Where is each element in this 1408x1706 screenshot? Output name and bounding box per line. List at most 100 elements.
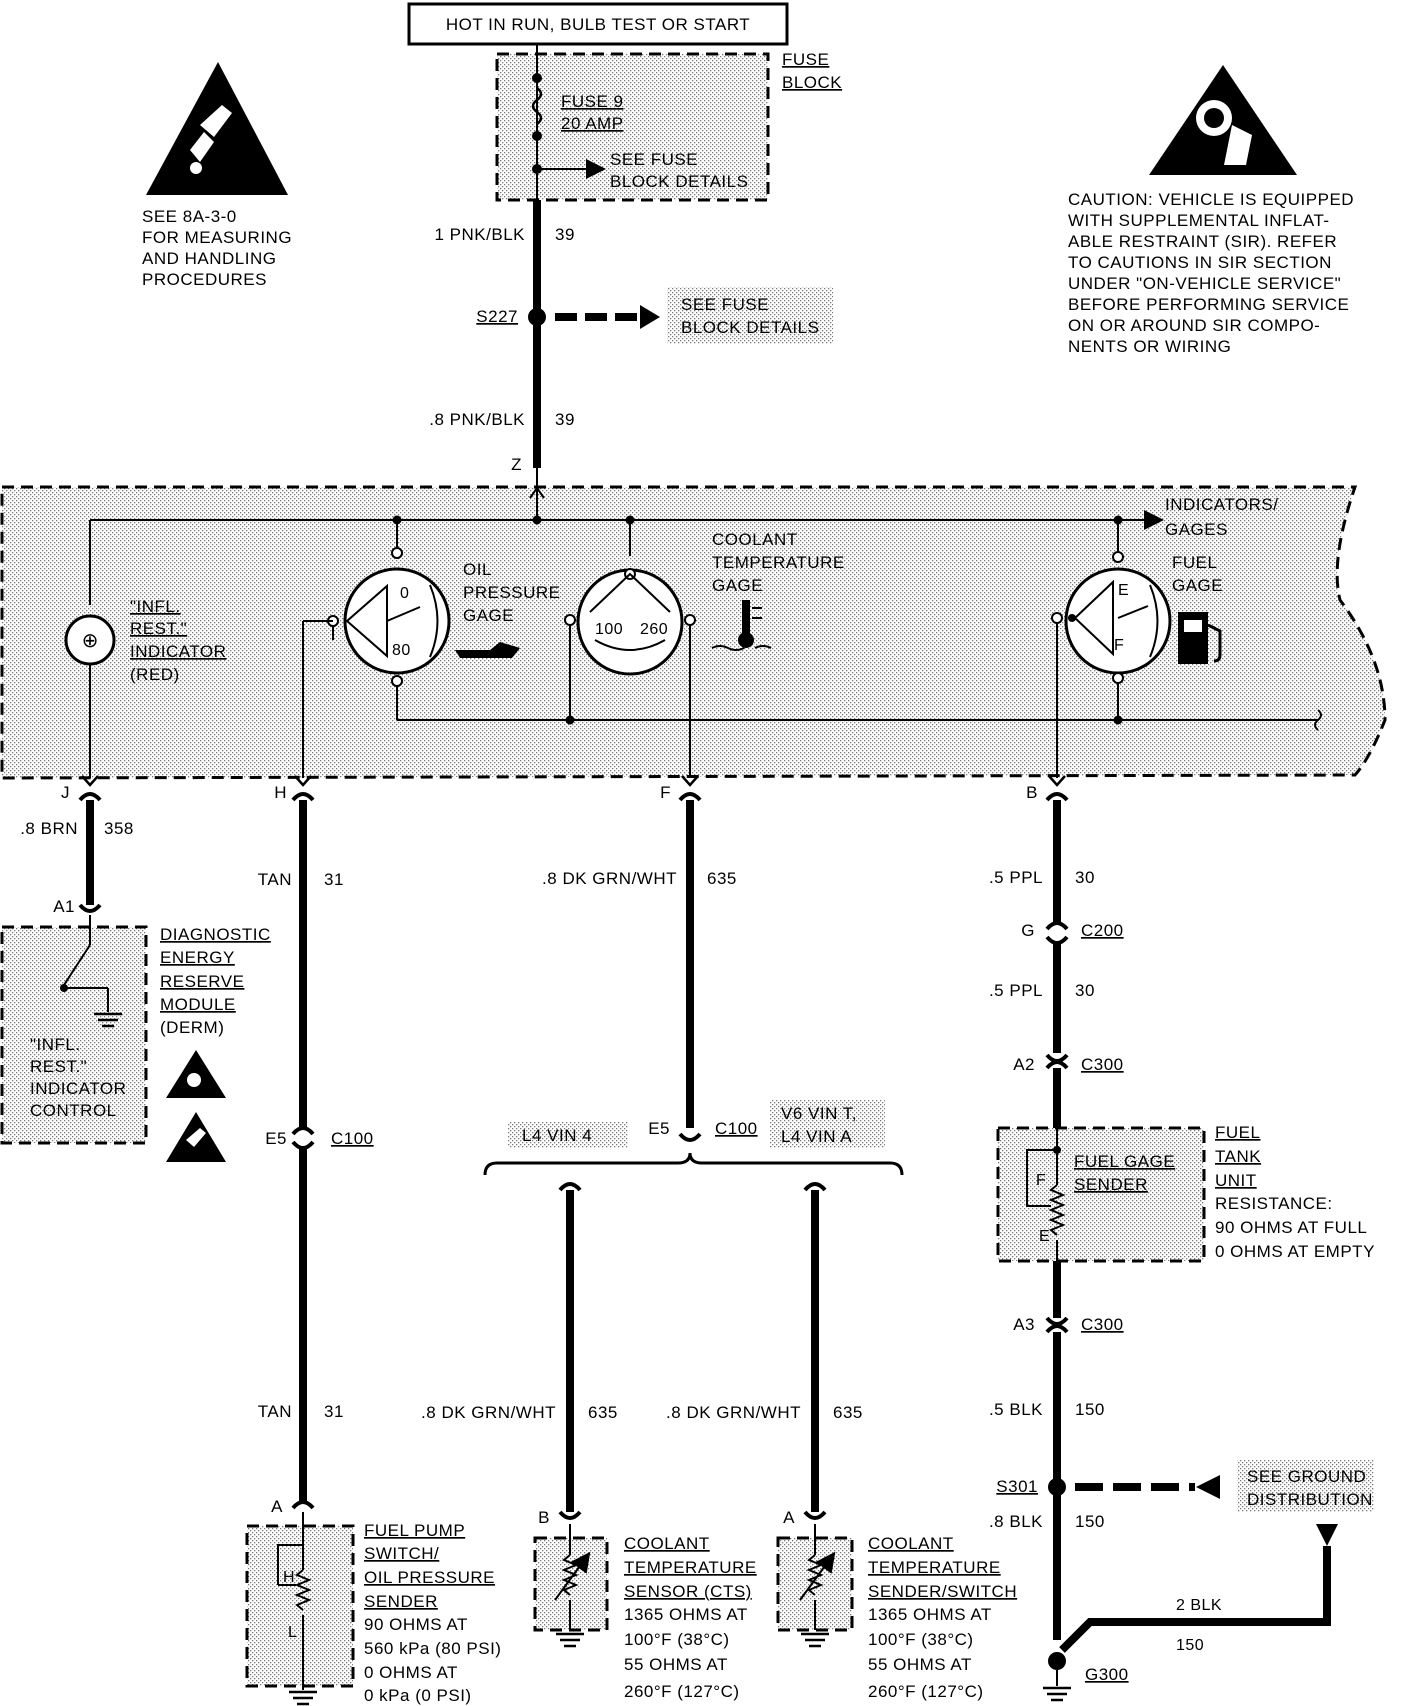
fuse-rating: 20 AMP <box>561 114 624 133</box>
fuel-pump-icon <box>1178 612 1222 664</box>
svg-text:560 kPa (80 PSI): 560 kPa (80 PSI) <box>364 1639 501 1658</box>
sir-small-icon <box>166 1050 226 1098</box>
svg-text:REST.": REST." <box>30 1057 87 1076</box>
fuel-tank-label: FUEL TANK UNIT RESISTANCE: 90 OHMS AT FU… <box>1215 1123 1375 1261</box>
svg-text:TEMPERATURE: TEMPERATURE <box>624 1558 757 1577</box>
ground-icon <box>1043 1686 1071 1702</box>
fuse-block: FUSE 9 20 AMP SEE FUSE BLOCK DETAILS <box>495 44 770 202</box>
fuse-name: FUSE 9 <box>561 92 624 111</box>
svg-text:31: 31 <box>324 870 344 889</box>
svg-text:INDICATOR: INDICATOR <box>30 1079 126 1098</box>
oil-sender-label: FUEL PUMP SWITCH/ OIL PRESSURE SENDER 90… <box>364 1521 501 1705</box>
svg-text:WITH SUPPLEMENTAL INFLAT-: WITH SUPPLEMENTAL INFLAT- <box>1068 211 1330 230</box>
svg-text:F: F <box>660 783 671 802</box>
svg-text:A: A <box>783 1508 795 1527</box>
svg-text:TEMPERATURE: TEMPERATURE <box>712 553 845 572</box>
fuse-details-2: BLOCK DETAILS <box>610 172 748 191</box>
svg-text:100: 100 <box>595 621 623 638</box>
svg-text:C100: C100 <box>715 1119 758 1138</box>
circuit-31: H TAN 31 E5 C100 TAN 31 A <box>258 783 373 1516</box>
svg-text:2 BLK: 2 BLK <box>1176 1597 1222 1614</box>
svg-text:260°F (127°C): 260°F (127°C) <box>624 1682 740 1701</box>
svg-text:1365 OHMS AT: 1365 OHMS AT <box>868 1605 992 1624</box>
svg-text:INDICATOR: INDICATOR <box>130 642 226 661</box>
svg-text:⊕: ⊕ <box>82 630 99 652</box>
svg-text:DIAGNOSTIC: DIAGNOSTIC <box>160 925 271 944</box>
svg-text:TAN: TAN <box>258 1402 292 1421</box>
instrument-cluster: INDICATORS/ GAGES ⊕ "INFL. REST." INDICA… <box>0 468 1387 787</box>
option-brace <box>483 1152 904 1176</box>
svg-text:ENERGY: ENERGY <box>160 948 235 967</box>
svg-text:358: 358 <box>104 819 134 838</box>
svg-text:(RED): (RED) <box>130 665 180 684</box>
svg-text:635: 635 <box>588 1403 618 1422</box>
svg-text:COOLANT: COOLANT <box>712 530 798 549</box>
splice-s301 <box>1048 1478 1066 1496</box>
svg-text:GAGE: GAGE <box>712 576 763 595</box>
derm-module: "INFL. REST." INDICATOR CONTROL <box>0 915 148 1145</box>
svg-text:PRESSURE: PRESSURE <box>463 583 561 602</box>
svg-text:C300: C300 <box>1081 1055 1124 1074</box>
cts-label: COOLANT TEMPERATURE SENSOR (CTS) 1365 OH… <box>624 1534 757 1701</box>
svg-text:SENDER: SENDER <box>1074 1175 1148 1194</box>
svg-text:S301: S301 <box>996 1477 1038 1496</box>
svg-text:TAN: TAN <box>258 870 292 889</box>
svg-text:H: H <box>283 1569 295 1586</box>
svg-text:S227: S227 <box>476 307 518 326</box>
svg-text:0 OHMS AT EMPTY: 0 OHMS AT EMPTY <box>1215 1242 1375 1261</box>
svg-text:G300: G300 <box>1085 1665 1129 1684</box>
svg-text:G: G <box>1021 921 1035 940</box>
svg-text:.5 PPL: .5 PPL <box>989 981 1043 1000</box>
oil-pressure-sender: H L <box>245 1512 355 1706</box>
variable-resistor-icon <box>294 1569 312 1611</box>
svg-text:CONTROL: CONTROL <box>30 1101 117 1120</box>
svg-text:RESERVE: RESERVE <box>160 972 244 991</box>
svg-text:.5 BLK: .5 BLK <box>989 1400 1043 1419</box>
svg-text:COOLANT: COOLANT <box>624 1534 710 1553</box>
svg-text:39: 39 <box>555 410 575 429</box>
caution-note: CAUTION: VEHICLE IS EQUIPPED WITH SUPPLE… <box>1068 190 1354 356</box>
svg-text:C200: C200 <box>1081 921 1124 940</box>
coolant-sensor-cts <box>533 1524 609 1648</box>
esd-small-icon <box>166 1112 226 1162</box>
svg-text:TO CAUTIONS IN SIR SECTION: TO CAUTIONS IN SIR SECTION <box>1068 253 1332 272</box>
svg-text:150: 150 <box>1075 1512 1105 1531</box>
svg-text:L4 VIN A: L4 VIN A <box>781 1127 852 1146</box>
svg-text:E5: E5 <box>265 1129 287 1148</box>
svg-text:1 PNK/BLK: 1 PNK/BLK <box>435 225 526 244</box>
svg-text:COOLANT: COOLANT <box>868 1534 954 1553</box>
svg-text:UNIT: UNIT <box>1215 1171 1257 1190</box>
svg-text:1365 OHMS AT: 1365 OHMS AT <box>624 1605 748 1624</box>
coolant-thermometer-icon <box>711 600 772 651</box>
indicators-label-1: INDICATORS/ <box>1165 495 1279 514</box>
svg-text:0 OHMS AT: 0 OHMS AT <box>364 1663 458 1682</box>
svg-text:AND HANDLING: AND HANDLING <box>142 249 276 268</box>
svg-text:.8 BRN: .8 BRN <box>20 819 78 838</box>
fuse-details-1: SEE FUSE <box>610 150 698 169</box>
svg-text:GAGE: GAGE <box>463 606 514 625</box>
svg-text:OIL: OIL <box>463 560 492 579</box>
svg-text:635: 635 <box>707 869 737 888</box>
svg-text:F: F <box>1114 637 1124 654</box>
svg-text:OIL PRESSURE: OIL PRESSURE <box>364 1568 495 1587</box>
svg-text:B: B <box>538 1508 550 1527</box>
esd-note: SEE 8A-3-0 FOR MEASURING AND HANDLING PR… <box>142 207 292 289</box>
circuit-30: B .5 PPL 30 G C200 .5 PPL 30 A2 C300 <box>989 783 1124 1128</box>
svg-text:L: L <box>288 1624 297 1641</box>
svg-text:B: B <box>1026 783 1038 802</box>
svg-text:39: 39 <box>555 225 575 244</box>
indicators-label-2: GAGES <box>1165 520 1228 539</box>
derm-title: DIAGNOSTIC ENERGY RESERVE MODULE (DERM) <box>160 925 271 1037</box>
svg-text:.8 PNK/BLK: .8 PNK/BLK <box>429 410 525 429</box>
fuse-block-label-1: FUSE <box>782 50 829 69</box>
variable-resistor-icon <box>1048 1184 1066 1236</box>
svg-text:GAGE: GAGE <box>1172 576 1223 595</box>
oil-pressure-gage-icon <box>343 567 451 675</box>
svg-text:55 OHMS AT: 55 OHMS AT <box>624 1655 728 1674</box>
svg-text:Z: Z <box>511 455 522 474</box>
circuit-635-switch: .8 DK GRN/WHT 635 A <box>666 1182 862 1527</box>
svg-text:ON OR AROUND SIR COMPO-: ON OR AROUND SIR COMPO- <box>1068 316 1320 335</box>
svg-text:SEE FUSE: SEE FUSE <box>681 295 769 314</box>
ground-icon <box>94 1012 122 1028</box>
